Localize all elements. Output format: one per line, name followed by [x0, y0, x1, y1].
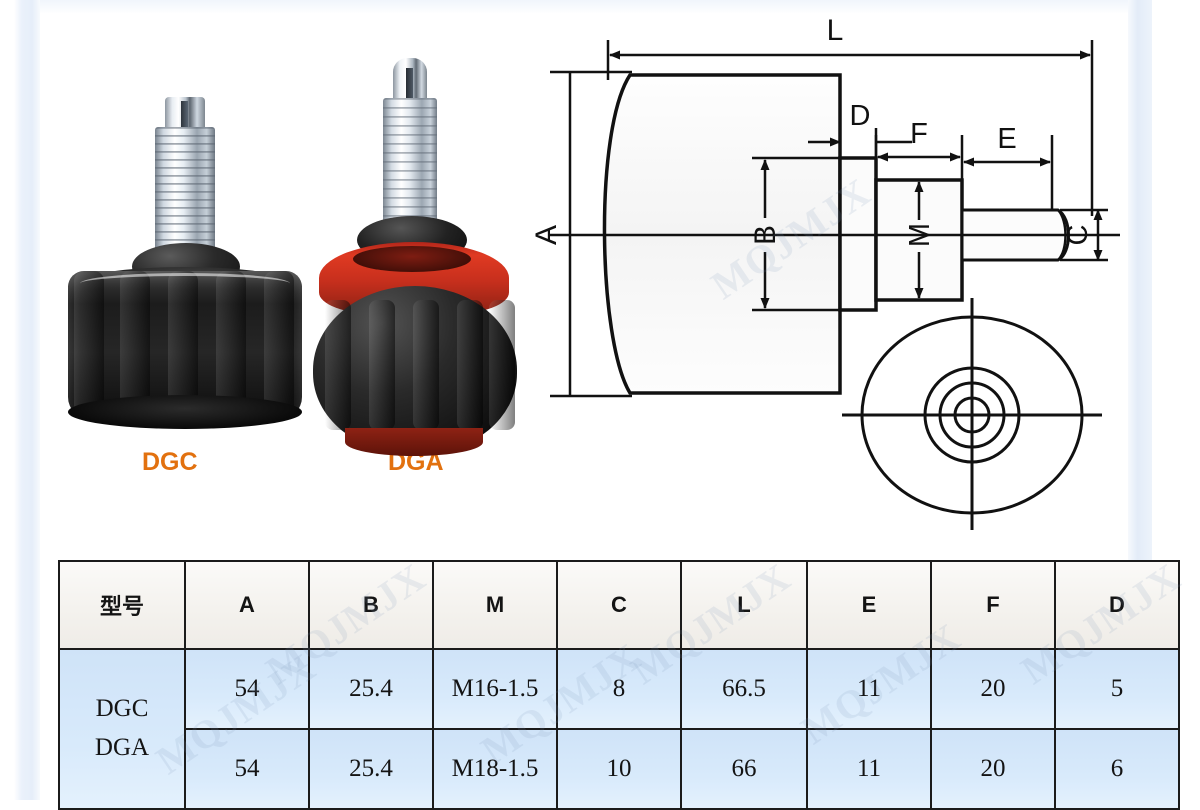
table-row: 54 25.4 M18-1.5 10 66 11 20 6 [59, 728, 1180, 810]
col-header-c: C [556, 560, 682, 650]
table-header-row: 型号 A B M C L E F D [58, 560, 1180, 650]
cell-dga-c: 10 [556, 728, 682, 810]
col-header-m: M [432, 560, 558, 650]
product-photo-dga [305, 50, 525, 456]
dgc-base [68, 395, 302, 429]
page-edge-left [0, 0, 14, 800]
dim-label-M: M [904, 223, 936, 247]
dga-red-recess [353, 246, 471, 272]
dgc-knob-body [68, 271, 302, 419]
dim-label-A: A [530, 225, 563, 245]
cell-dga-l: 66 [680, 728, 808, 810]
model-label-dgc: DGC [95, 695, 149, 723]
dim-label-B: B [749, 225, 782, 245]
col-header-f: F [930, 560, 1056, 650]
dga-threaded-stem [383, 98, 437, 226]
model-label-dga: DGA [94, 734, 150, 761]
col-header-e: E [806, 560, 932, 650]
dim-label-E: E [997, 123, 1016, 155]
specification-table: 型号 A B M C L E F D DGC DGA 54 25.4 M16-1… [58, 560, 1180, 810]
col-header-b: B [308, 560, 434, 650]
col-header-model: 型号 [58, 560, 186, 650]
end-view [842, 298, 1102, 532]
cell-dgc-c: 8 [556, 648, 682, 730]
dgc-stud-tip [165, 97, 205, 129]
dgc-rim-highlight [80, 273, 290, 294]
product-photo-zone [50, 40, 550, 456]
page-band-left [14, 0, 40, 800]
product-photo-dgc [60, 75, 310, 435]
col-header-l: L [680, 560, 808, 650]
cell-dga-m: M18-1.5 [432, 728, 558, 810]
dga-red-foot [345, 428, 483, 456]
dim-label-C: C [1062, 225, 1094, 246]
cell-dgc-b: 25.4 [308, 648, 434, 730]
dim-label-D: D [850, 100, 871, 132]
cell-dgc-e: 11 [806, 648, 932, 730]
dim-label-F: F [910, 118, 928, 150]
cell-dgc-a: 54 [184, 648, 310, 730]
caption-dgc: DGC [142, 448, 198, 476]
table-row: DGC DGA 54 25.4 M16-1.5 8 66.5 11 20 5 [58, 648, 1180, 810]
cell-dga-d: 6 [1054, 728, 1180, 810]
dga-knob-body [313, 286, 517, 454]
cell-dga-b: 25.4 [308, 728, 434, 810]
dim-label-L: L [827, 14, 844, 47]
dgc-threaded-stem [155, 127, 215, 252]
cell-dgc-f: 20 [930, 648, 1056, 730]
drawing-svg: L A B D F E [530, 14, 1120, 532]
col-header-d: D [1054, 560, 1180, 650]
cell-dgc-m: M16-1.5 [432, 648, 558, 730]
dga-stud-tip [393, 58, 427, 100]
technical-drawing: L A B D F E [520, 10, 1160, 532]
cell-dga-a: 54 [184, 728, 310, 810]
cell-dga-f: 20 [930, 728, 1056, 810]
cell-dga-e: 11 [806, 728, 932, 810]
col-header-a: A [184, 560, 310, 650]
cell-dgc-d: 5 [1054, 648, 1180, 730]
page-band-top [40, 0, 1128, 14]
cell-dgc-l: 66.5 [680, 648, 808, 730]
model-cell: DGC DGA [58, 648, 186, 810]
